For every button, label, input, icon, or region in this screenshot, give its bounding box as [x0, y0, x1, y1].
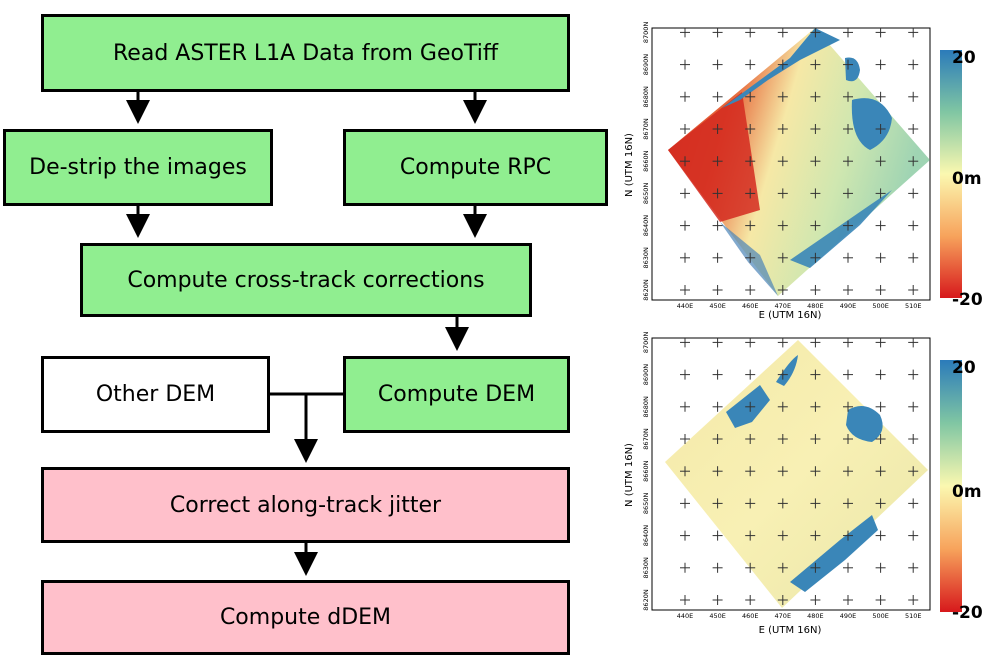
flowchart-connectors: [126, 92, 487, 576]
cross-track-label: Compute cross-track corrections: [127, 267, 485, 293]
map-top-y-ticks: 8620N 8630N 8640N 8650N 8660N 8670N 8680N 8690N…: [642, 22, 650, 301]
y-tick-label: 8630N: [642, 557, 650, 579]
compute-dem-label: Compute DEM: [377, 382, 536, 407]
y-tick-label: 8650N: [642, 183, 650, 205]
y-tick-label: 8690N: [642, 54, 650, 76]
map-bottom-colorbar: [940, 360, 962, 612]
y-tick-label: 8650N: [642, 493, 650, 515]
map-bottom-water-north: [776, 355, 798, 386]
map-bottom-xlabel: E (UTM 16N): [759, 625, 822, 636]
destrip-label: De-strip the images: [29, 155, 247, 180]
map-top-red-area: [668, 92, 760, 222]
y-tick-label: 8690N: [642, 364, 650, 386]
read-aster-label: Read ASTER L1A Data from GeoTiff: [113, 40, 498, 66]
map-bottom-y-ticks: 8620N 8630N 8640N 8650N 8660N 8670N 8680N 8690N…: [642, 332, 650, 611]
x-tick-label: 480E: [807, 302, 824, 310]
x-tick-label: 510E: [905, 612, 922, 620]
map-top-grid: [680, 27, 919, 295]
compute-dem-box: Compute DEM: [343, 356, 570, 433]
map-bottom-cb-max: 20: [952, 358, 976, 378]
map-top-blue-strip: [720, 222, 778, 296]
map-bottom-water-se: [790, 515, 878, 592]
map-bottom-x-ticks: 440E 450E 460E 470E 480E 490E 500E 510E: [677, 612, 922, 620]
map-top-cb-min: -20: [952, 290, 983, 310]
jitter-label: Correct along-track jitter: [169, 492, 442, 518]
y-tick-label: 8660N: [642, 460, 650, 482]
x-tick-label: 450E: [709, 612, 726, 620]
cross-track-box: Compute cross-track corrections: [80, 243, 532, 317]
map-bottom-ylabel: N (UTM 16N): [624, 443, 635, 507]
jitter-box: Correct along-track jitter: [41, 467, 570, 543]
map-top-water-ne: [845, 57, 860, 82]
other-dem-label: Other DEM: [95, 382, 216, 407]
x-tick-label: 490E: [840, 302, 857, 310]
y-tick-label: 8630N: [642, 247, 650, 269]
read-aster-box: Read ASTER L1A Data from GeoTiff: [41, 14, 570, 92]
map-top-water-se: [790, 190, 892, 268]
y-tick-label: 8670N: [642, 118, 650, 140]
y-tick-label: 8680N: [642, 396, 650, 418]
map-bottom-grid: [680, 337, 919, 605]
other-dem-box: Other DEM: [41, 356, 270, 433]
x-tick-label: 510E: [905, 302, 922, 310]
x-tick-label: 500E: [872, 302, 889, 310]
ddem-box: Compute dDEM: [41, 580, 570, 655]
map-bottom-cb-mid: 0m: [952, 482, 982, 502]
destrip-box: De-strip the images: [3, 129, 273, 206]
map-bottom-cb-min: -20: [952, 603, 983, 623]
y-tick-label: 8700N: [642, 332, 650, 354]
x-tick-label: 450E: [709, 302, 726, 310]
x-tick-label: 500E: [872, 612, 889, 620]
y-tick-label: 8700N: [642, 22, 650, 44]
compute-rpc-label: Compute RPC: [399, 155, 552, 180]
y-tick-label: 8640N: [642, 215, 650, 237]
x-tick-label: 480E: [807, 612, 824, 620]
map-top-water-east: [851, 98, 892, 150]
compute-rpc-box: Compute RPC: [343, 129, 608, 206]
map-top-cb-mid: 0m: [952, 169, 982, 189]
map-top-colorbar: [940, 50, 962, 298]
y-tick-label: 8670N: [642, 428, 650, 450]
x-tick-label: 440E: [677, 302, 694, 310]
y-tick-label: 8680N: [642, 86, 650, 108]
x-tick-label: 440E: [677, 612, 694, 620]
y-tick-label: 8660N: [642, 150, 650, 172]
x-tick-label: 460E: [742, 302, 759, 310]
x-tick-label: 470E: [775, 302, 792, 310]
map-top-xlabel: E (UTM 16N): [759, 310, 822, 321]
map-top-swath: [668, 28, 930, 296]
ddem-label: Compute dDEM: [219, 605, 392, 630]
map-bottom-water-east: [846, 406, 883, 442]
y-tick-label: 8640N: [642, 525, 650, 547]
x-tick-label: 490E: [840, 612, 857, 620]
map-top-water-nw: [722, 28, 840, 108]
map-top-cb-max: 20: [952, 48, 976, 68]
y-tick-label: 8620N: [642, 279, 650, 301]
y-tick-label: 8620N: [642, 589, 650, 611]
map-top-ylabel: N (UTM 16N): [624, 133, 635, 197]
map-top-x-ticks: 440E 450E 460E 470E 480E 490E 500E 510E: [677, 302, 922, 310]
x-tick-label: 460E: [742, 612, 759, 620]
x-tick-label: 470E: [775, 612, 792, 620]
